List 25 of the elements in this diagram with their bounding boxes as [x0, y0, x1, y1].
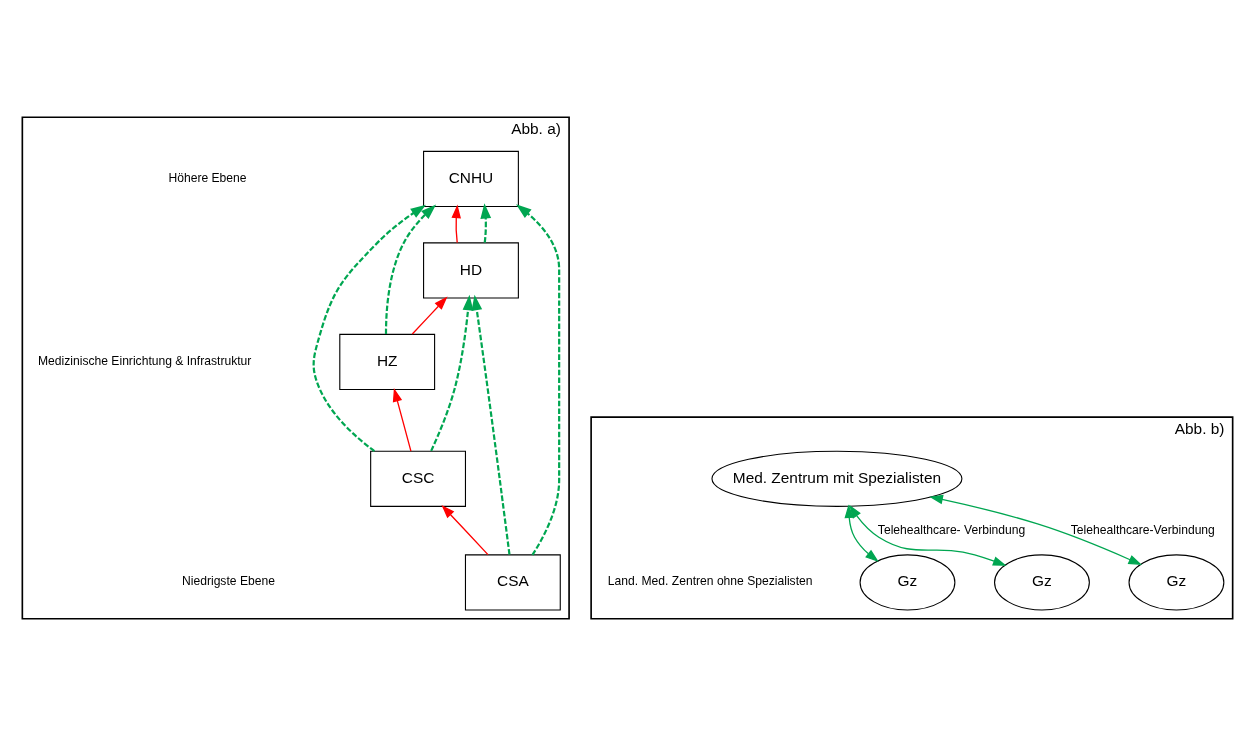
node-box: CSC [370, 450, 466, 507]
arrow [312, 204, 426, 452]
edge-label: Telehealthcare- Verbindung [877, 522, 1026, 537]
node-box: HD [423, 242, 519, 299]
node-box: CNHU [423, 150, 519, 208]
arrow [392, 387, 412, 452]
arrow [480, 203, 492, 243]
label: Land. Med. Zentren ohne Spezialisten [607, 574, 813, 589]
arrow [844, 504, 879, 563]
arrow [411, 296, 448, 335]
label: Höhere Ebene [168, 171, 247, 186]
arrow [451, 204, 461, 244]
node-box: HZ [339, 333, 436, 391]
node-box: CSA [464, 554, 561, 611]
arrow [929, 494, 1143, 566]
edge-label: Telehealthcare-Verbindung [1070, 522, 1215, 537]
arrow [849, 504, 1007, 566]
arrow [441, 504, 489, 556]
label: Niedrigste Ebene [182, 574, 275, 589]
arrow [430, 294, 474, 452]
arrow [384, 204, 437, 335]
arrow [471, 294, 511, 555]
label: Medizinische Einrichtung & Infrastruktur [38, 354, 252, 369]
arrow [516, 204, 561, 556]
node-ellipse: Gz [859, 554, 956, 611]
